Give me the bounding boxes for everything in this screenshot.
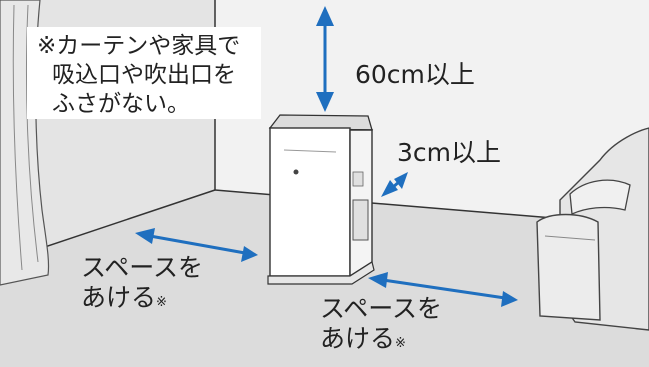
clearance-arrows [135,6,518,307]
left-space-label-line2: あける※ [81,283,167,318]
front-space-label-line2: あける※ [320,324,406,359]
front-space-text: あける [320,324,396,353]
note-line-3: ふさがない。 [52,91,190,117]
sofa-icon [536,127,649,331]
front-space-label-line1: スペースを [320,294,443,323]
caution-note: ※カーテンや家具で 吸込口や吹出口を ふさがない。 [27,27,261,119]
left-space-mark: ※ [156,295,167,310]
note-line-1: ※カーテンや家具で [37,33,241,59]
front-space-mark: ※ [395,336,406,351]
left-space-label-line1: スペースを [81,253,204,282]
side-clearance-label: 3cm以上 [397,138,502,167]
curtain-icon [0,0,50,286]
front-space-arrow [382,278,506,300]
left-space-arrow [149,234,246,255]
note-line-2: 吸込口や吹出口を [52,62,236,88]
air-purifier [267,114,375,285]
left-space-text: あける [81,283,157,312]
top-clearance-label: 60cm以上 [355,60,475,89]
